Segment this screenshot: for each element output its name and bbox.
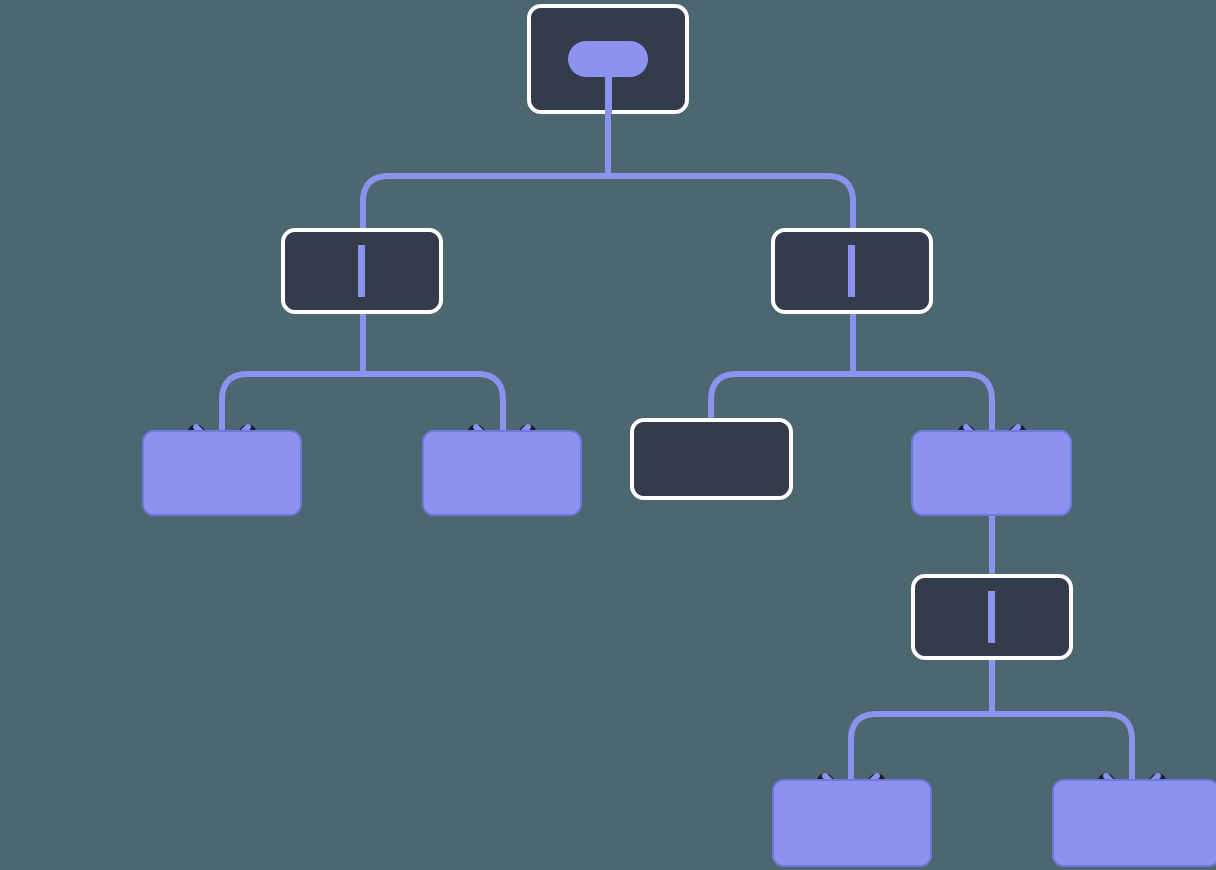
node-l2-d[interactable]	[911, 430, 1072, 516]
node-l1-left-inner-stem	[358, 245, 365, 297]
node-root-inner-stem	[605, 60, 612, 114]
node-l2-a[interactable]	[142, 430, 302, 516]
node-l3-a-inner-stem	[988, 591, 995, 643]
node-l2-c[interactable]	[630, 418, 793, 500]
node-l4-b[interactable]	[1052, 779, 1216, 867]
node-l4-a[interactable]	[772, 779, 932, 867]
node-l2-b[interactable]	[422, 430, 582, 516]
node-l1-right-inner-stem	[848, 245, 855, 297]
edge-e-l1right-l2c	[708, 296, 856, 420]
